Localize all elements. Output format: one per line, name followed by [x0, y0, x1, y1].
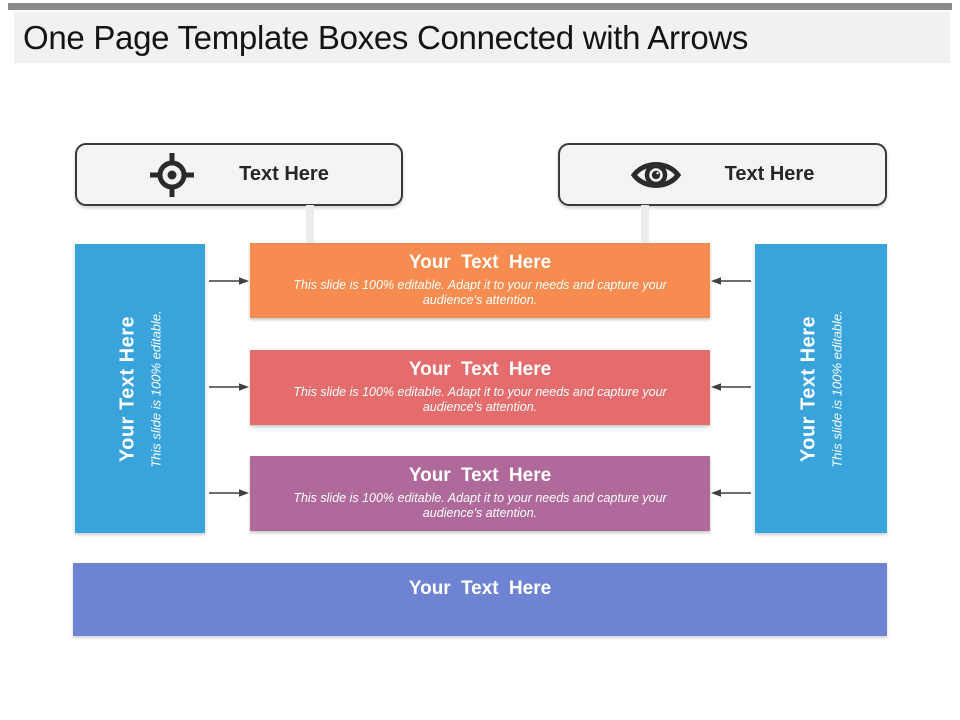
side-column-subtitle: This slide is 100% editable. [829, 309, 845, 468]
bottom-bar-title: Your Text Here [408, 578, 552, 599]
side-column-right: Your Text Here This slide is 100% editab… [755, 244, 887, 533]
side-column-title: Your Text Here [116, 315, 139, 462]
row-title: Your Text Here [408, 252, 552, 273]
top-box-label: Text Here [239, 163, 329, 185]
page-title: One Page Template Boxes Connected with A… [23, 18, 749, 56]
connector-line [641, 205, 649, 243]
bottom-bar: Your Text Here [73, 563, 887, 636]
arrow-left-icon [711, 383, 751, 391]
side-column-text: Your Text Here This slide is 100% editab… [798, 310, 845, 468]
row-body: This slide is 100% editable. Adapt it to… [293, 385, 667, 414]
arrow-left-icon [711, 277, 751, 285]
arrow-right-icon [209, 489, 249, 497]
arrow-right-icon [209, 277, 249, 285]
row-title: Your Text Here [408, 359, 552, 380]
row-box-2: Your Text Here This slide is 100% editab… [250, 350, 710, 425]
header-accent-bar [8, 3, 952, 10]
side-column-subtitle: This slide is 100% editable. [148, 309, 164, 468]
title-band: One Page Template Boxes Connected with A… [14, 12, 950, 63]
row-body: This slide is 100% editable. Adapt it to… [293, 491, 667, 520]
side-column-text: Your Text Here This slide is 100% editab… [117, 310, 164, 468]
connector-line [306, 205, 314, 243]
target-icon [149, 152, 195, 198]
arrow-right-icon [209, 383, 249, 391]
top-box-eye: Text Here [558, 143, 887, 206]
side-column-title: Your Text Here [797, 315, 820, 462]
eye-icon [630, 157, 681, 193]
row-box-1: Your Text Here This slide is 100% editab… [250, 243, 710, 318]
row-box-3: Your Text Here This slide is 100% editab… [250, 456, 710, 531]
arrow-left-icon [711, 489, 751, 497]
side-column-left: Your Text Here This slide is 100% editab… [75, 244, 205, 533]
row-body: This slide is 100% editable. Adapt it to… [293, 278, 667, 307]
top-box-label: Text Here [724, 163, 815, 185]
row-title: Your Text Here [408, 465, 552, 486]
top-box-target: Text Here [75, 143, 403, 206]
